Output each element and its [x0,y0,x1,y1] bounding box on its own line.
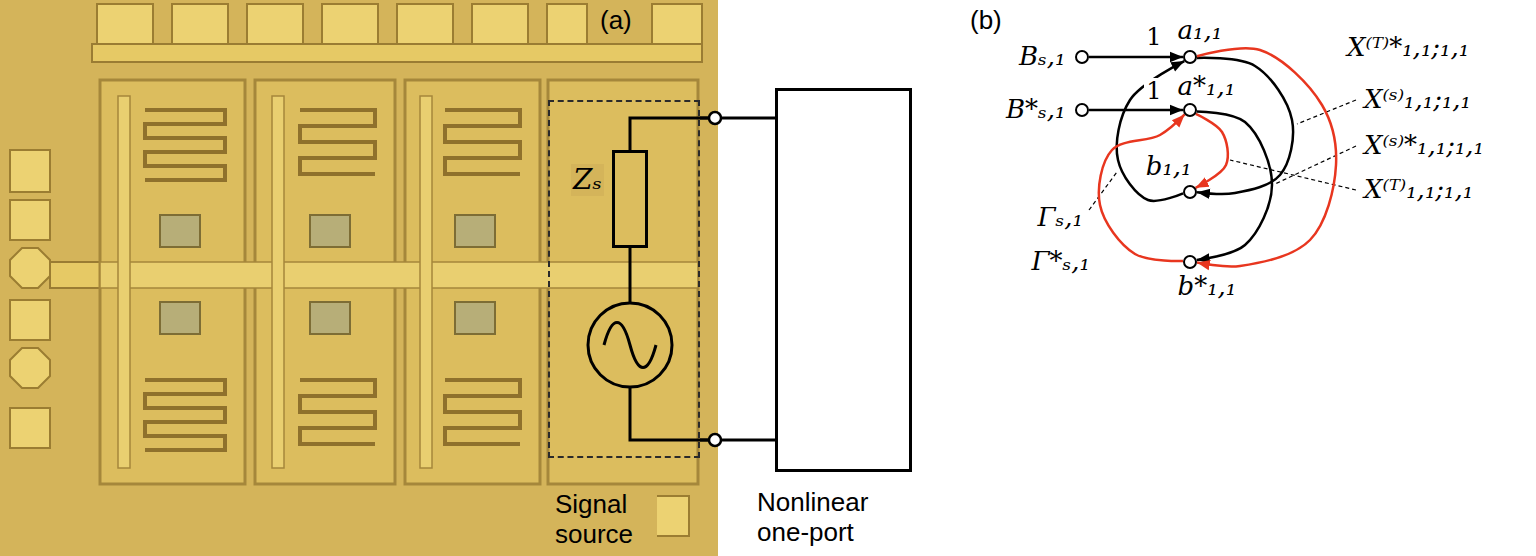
top-pads [97,4,702,44]
source-wiring [629,248,632,303]
transistor-cells [310,215,350,247]
meander-lines [145,110,225,180]
top-pads [652,4,702,44]
meander-lines [300,380,375,444]
branch-gain: Γₛ,₁ [1036,203,1086,233]
bias-bus [92,44,702,62]
branch-gain: X⁽ˢ⁾₁,₁;₁,₁ [1362,85,1473,115]
panel-label: (a) [598,6,634,36]
graph-node: a*₁,₁ [1183,103,1197,117]
branch-gain: 1 [1144,78,1163,106]
side-pads [10,200,50,240]
graph-node: B*ₛ,₁ [1075,103,1089,117]
top-pads [547,4,587,44]
side-pads [10,150,689,536]
transistor-cells [160,302,200,334]
side-pads [10,300,50,340]
transistor-cells [160,215,495,334]
nonlinear-one-port-box: Nonlinear one-port [775,88,912,472]
transistor-cells [160,215,200,247]
rf-line [100,96,698,468]
source-wiring [630,118,709,150]
top-pads [397,4,453,44]
source-label: Signal source [553,490,657,550]
impedance-label: Zₛ [571,164,604,196]
branch-gain: X⁽ˢ⁾*₁,₁;₁,₁ [1362,131,1486,161]
branch-arrow [1089,56,1183,59]
branch-arrow [1089,109,1183,112]
graph-node: b*₁,₁ [1183,255,1197,269]
node-label: a*₁,₁ [1176,72,1238,102]
branch-arrow [1099,114,1185,261]
rf-line [420,96,432,468]
graph-node: Bₛ,₁ [1075,50,1089,64]
side-pads [10,150,50,192]
meander-lines [445,110,520,174]
port-terminal [709,112,721,446]
top-pads [247,4,303,44]
branch-gain: X⁽ᵀ⁾*₁,₁;₁,₁ [1345,33,1471,63]
node-label: B*ₛ,₁ [1004,95,1068,125]
panel-label: (b) [968,6,1004,36]
graph-node: b₁,₁ [1183,185,1197,199]
rf-line [100,262,698,288]
branch-arrow [1197,111,1272,259]
source-wiring [604,323,656,368]
signal-source-box: Signal sourceZₛ [548,100,700,458]
source-wiring [588,303,672,387]
branch-gain: Γ*ₛ,₁ [1030,247,1093,277]
source-wiring [588,118,709,440]
meander-lines [145,110,520,450]
side-pads [10,248,50,288]
meander-lines [445,380,520,444]
side-pads [10,408,50,448]
transistor-cells [455,302,495,334]
meander-lines [145,380,225,450]
node-label: Bₛ,₁ [1017,42,1068,72]
port-terminal [709,112,721,124]
resistor-symbol: Zₛ [612,150,648,248]
leader-line [1089,172,1117,210]
branch-arrow [1196,114,1228,188]
branch-gain: 1 [1144,24,1163,52]
meander-lines [300,110,375,174]
node-label: b*₁,₁ [1176,272,1239,302]
rf-line [118,96,130,468]
port-terminal [709,434,721,446]
top-pads [472,4,528,44]
top-pads [97,4,153,44]
graph-node: a₁,₁ [1183,50,1197,64]
chip-photo [0,0,718,556]
bias-bus [50,262,102,288]
node-label: a₁,₁ [1176,16,1225,46]
top-pads [322,4,378,44]
branch-gain: X⁽ᵀ⁾₁,₁;₁,₁ [1362,175,1475,205]
transistor-cells [310,302,350,334]
node-label: b₁,₁ [1144,152,1194,182]
top-pads [172,4,228,44]
rf-line [272,96,284,468]
transistor-cells [455,215,495,247]
source-wiring [630,387,709,440]
side-pads [10,348,50,388]
amplifier-stages [100,80,698,484]
port-label: Nonlinear one-port [755,488,909,548]
